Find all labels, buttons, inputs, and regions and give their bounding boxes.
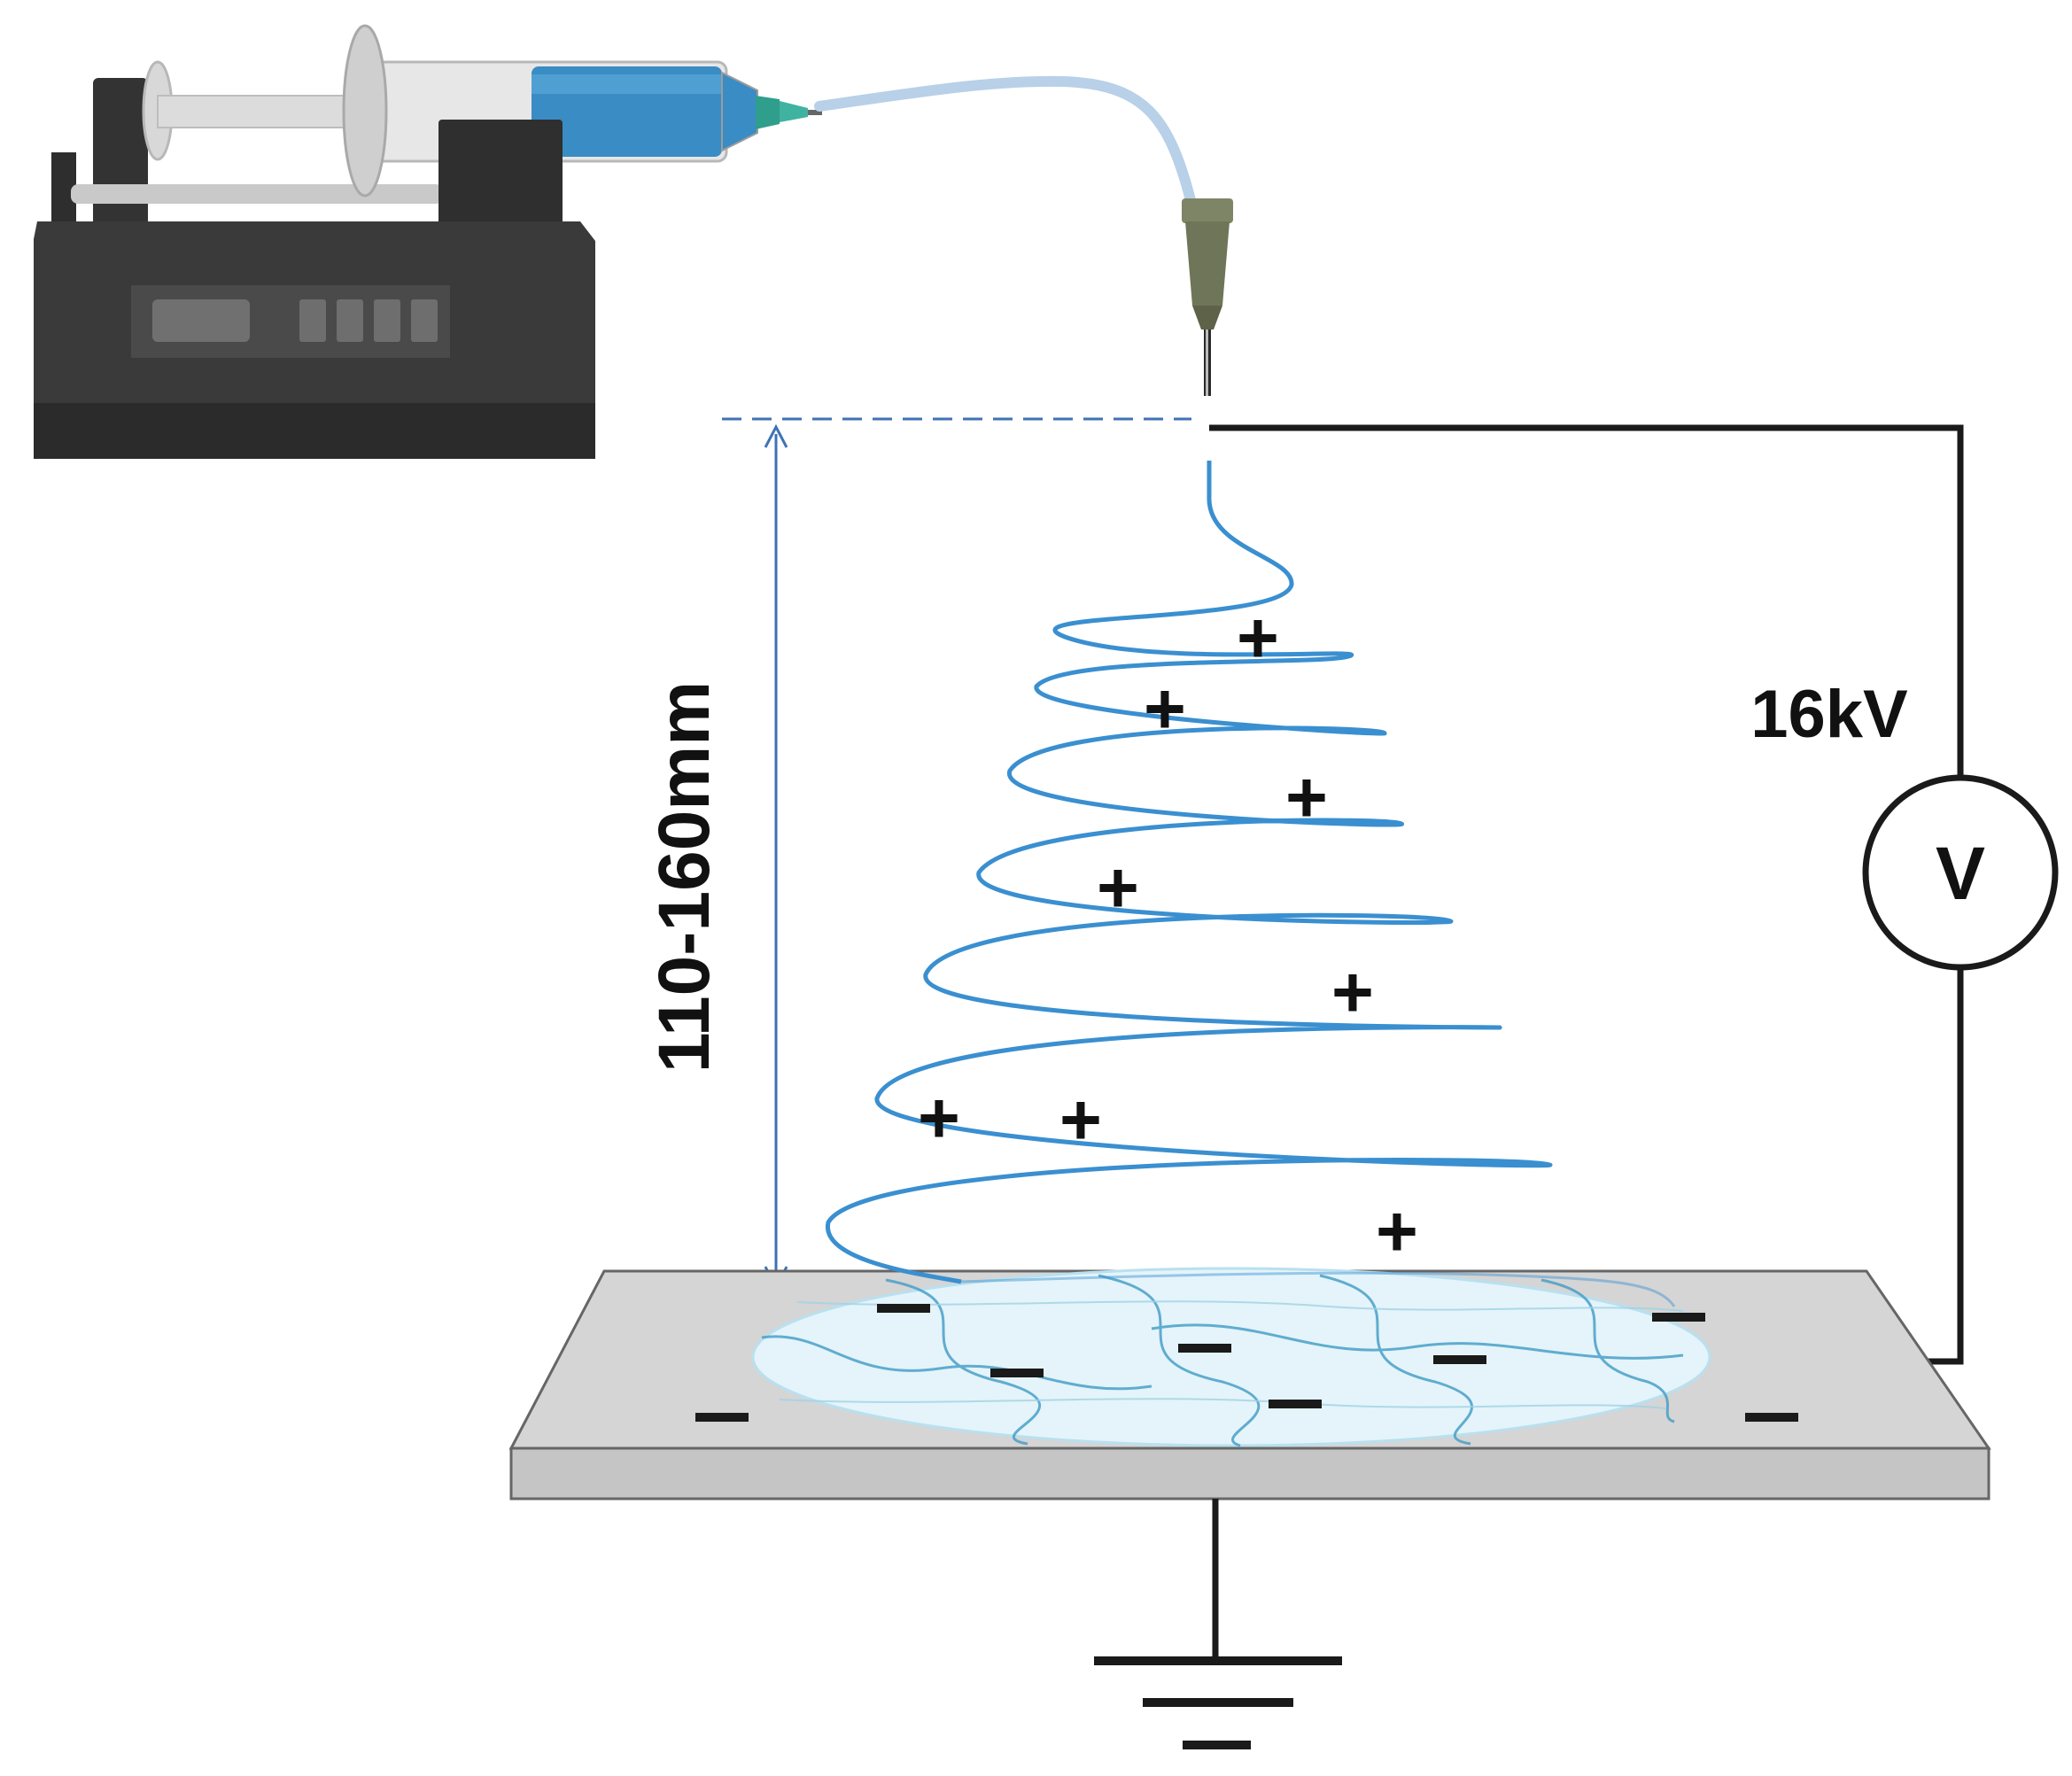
negative-charge-8 — [1745, 1413, 1798, 1422]
syringe-plunger — [142, 60, 362, 161]
negative-charge-7 — [695, 1413, 749, 1422]
positive-charge-2: + — [1144, 669, 1186, 749]
negative-charge-9 — [1178, 1344, 1231, 1353]
voltmeter-symbol: V — [1936, 832, 1985, 915]
jet-charges: ++++++++ — [918, 598, 1418, 1272]
syringe-barrel — [342, 24, 758, 198]
positive-charge-8: + — [918, 1078, 960, 1159]
needle-icon — [1182, 198, 1233, 396]
return-wire — [1927, 967, 1964, 1365]
high-voltage-wire — [1209, 424, 1964, 778]
collector-charges — [695, 1304, 1798, 1422]
polymer-jet — [826, 461, 1553, 1284]
distance-dimension: 110-160mm — [644, 417, 1191, 1292]
positive-charge-1: + — [1237, 598, 1279, 679]
syringe-pump-icon — [34, 24, 822, 459]
positive-charge-5: + — [1331, 952, 1374, 1033]
voltmeter-icon: V — [1862, 774, 2059, 971]
positive-charge-7: + — [1376, 1191, 1418, 1272]
voltage-label: 16kV — [1750, 677, 1908, 752]
negative-charge-5 — [1269, 1400, 1322, 1408]
negative-charge-6 — [1652, 1313, 1705, 1322]
negative-charge-1 — [877, 1304, 930, 1313]
negative-charge-4 — [1433, 1355, 1486, 1364]
positive-charge-4: + — [1097, 848, 1139, 928]
positive-charge-6: + — [1059, 1080, 1102, 1160]
fiber-mat — [751, 1267, 1711, 1447]
distance-label: 110-160mm — [644, 681, 725, 1073]
ground-icon — [1094, 1499, 1342, 1749]
feed-tube — [814, 75, 1197, 209]
negative-charge-10 — [990, 1369, 1044, 1377]
positive-charge-3: + — [1285, 757, 1328, 838]
